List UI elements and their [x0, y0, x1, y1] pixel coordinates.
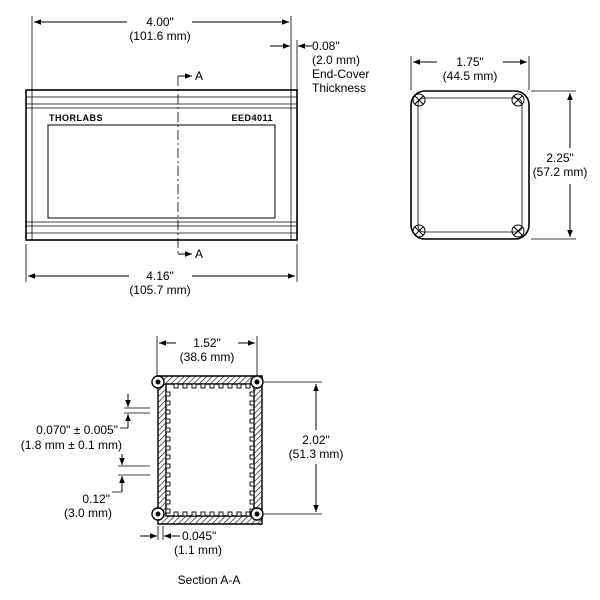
fin-tooth	[218, 511, 224, 517]
fin-tooth	[209, 383, 215, 389]
fin-tooth	[165, 391, 171, 397]
fin-tooth	[165, 427, 171, 433]
end-height-label: 2.25"	[546, 151, 574, 165]
fin-tooth	[249, 427, 255, 433]
endcover-thickness-label: 0.08"	[312, 39, 340, 53]
front-view: 4.00" (101.6 mm) 0.08" (2.0 mm) End-Cove…	[25, 15, 369, 297]
screw-icon	[511, 224, 525, 238]
section-caption: Section A-A	[178, 573, 241, 587]
fin-tooth	[209, 511, 215, 517]
fin-tooth	[165, 409, 171, 415]
fin-tooth	[245, 383, 251, 389]
overall-length-label-mm: (105.7 mm)	[129, 283, 190, 297]
fin-thickness-label-mm: (1.8 mm ± 0.1 mm)	[21, 438, 122, 452]
section-view: 1.52" (38.6 mm) 2.02" (51.3 mm) 0.070" ±…	[21, 336, 344, 587]
fin-tooth	[236, 511, 242, 517]
corner-boss	[151, 507, 165, 521]
fin-tooth	[236, 383, 242, 389]
fin-tooth	[249, 418, 255, 424]
fin-tooth	[165, 472, 171, 478]
wall-thickness-label: 0.045"	[182, 529, 216, 543]
fin-pitch-label: 0.12"	[82, 492, 110, 506]
end-width-label-mm: (44.5 mm)	[443, 69, 498, 83]
fin-tooth	[165, 436, 171, 442]
overall-length-label: 4.16"	[146, 269, 174, 283]
end-height-label-mm: (57.2 mm)	[533, 165, 588, 179]
section-height-label-mm: (51.3 mm)	[289, 447, 344, 461]
end-width-label: 1.75"	[456, 55, 484, 69]
fin-tooth	[165, 508, 171, 514]
front-housing-outline	[25, 89, 298, 241]
fin-tooth	[191, 383, 197, 389]
fin-tooth	[249, 472, 255, 478]
end-cover-inner	[417, 97, 523, 233]
fin-tooth	[249, 463, 255, 469]
fin-tooth	[165, 490, 171, 496]
corner-boss	[151, 375, 165, 389]
fin-tooth	[182, 511, 188, 517]
section-marker-bottom: A	[195, 247, 203, 261]
section-width-label: 1.52"	[193, 336, 221, 350]
fin-tooth	[173, 383, 179, 389]
fin-tooth	[249, 481, 255, 487]
fin-tooth	[249, 400, 255, 406]
section-width-label-mm: (38.6 mm)	[180, 350, 235, 364]
fin-tooth	[165, 418, 171, 424]
fin-tooth	[182, 383, 188, 389]
thorlabs-logo: THORLABS	[49, 113, 103, 123]
corner-boss	[250, 375, 264, 389]
section-wall	[157, 375, 263, 525]
wall-thickness-label-mm: (1.1 mm)	[174, 543, 222, 557]
fin-tooth	[249, 454, 255, 460]
fin-tooth	[227, 383, 233, 389]
fin-tooth	[165, 499, 171, 505]
cooling-fins	[165, 383, 255, 517]
endcover-caption-1: End-Cover	[312, 67, 369, 81]
fin-tooth	[249, 409, 255, 415]
screw-icon	[412, 224, 426, 238]
endcover-thickness-label-mm: (2.0 mm)	[312, 53, 360, 67]
fin-tooth	[249, 436, 255, 442]
fin-pitch-label-mm: (3.0 mm)	[64, 506, 112, 520]
end-view: 1.75" (44.5 mm) 2.25" (57.2 mm)	[410, 55, 588, 240]
fin-tooth	[165, 463, 171, 469]
fin-tooth	[165, 481, 171, 487]
model-number: EED4011	[231, 113, 273, 123]
screw-icon	[412, 93, 426, 107]
fin-tooth	[245, 511, 251, 517]
fin-tooth	[218, 383, 224, 389]
fin-tooth	[249, 391, 255, 397]
screw-icon	[511, 93, 525, 107]
fin-tooth	[165, 400, 171, 406]
fin-tooth	[200, 511, 206, 517]
section-height-label: 2.02"	[302, 433, 330, 447]
fin-tooth	[165, 454, 171, 460]
front-label-panel	[47, 124, 276, 219]
fin-tooth	[249, 499, 255, 505]
fin-tooth	[200, 383, 206, 389]
fin-thickness-label: 0.070" ± 0.005"	[36, 423, 118, 437]
endcover-caption-2: Thickness	[312, 81, 366, 95]
front-width-label-mm: (101.6 mm)	[129, 29, 190, 43]
fin-tooth	[191, 511, 197, 517]
end-cover-outline	[410, 90, 530, 240]
fin-tooth	[249, 445, 255, 451]
corner-boss	[250, 507, 264, 521]
front-width-label: 4.00"	[146, 15, 174, 29]
fin-tooth	[165, 445, 171, 451]
fin-tooth	[173, 511, 179, 517]
fin-tooth	[227, 511, 233, 517]
section-marker-top: A	[195, 69, 203, 83]
fin-tooth	[249, 490, 255, 496]
